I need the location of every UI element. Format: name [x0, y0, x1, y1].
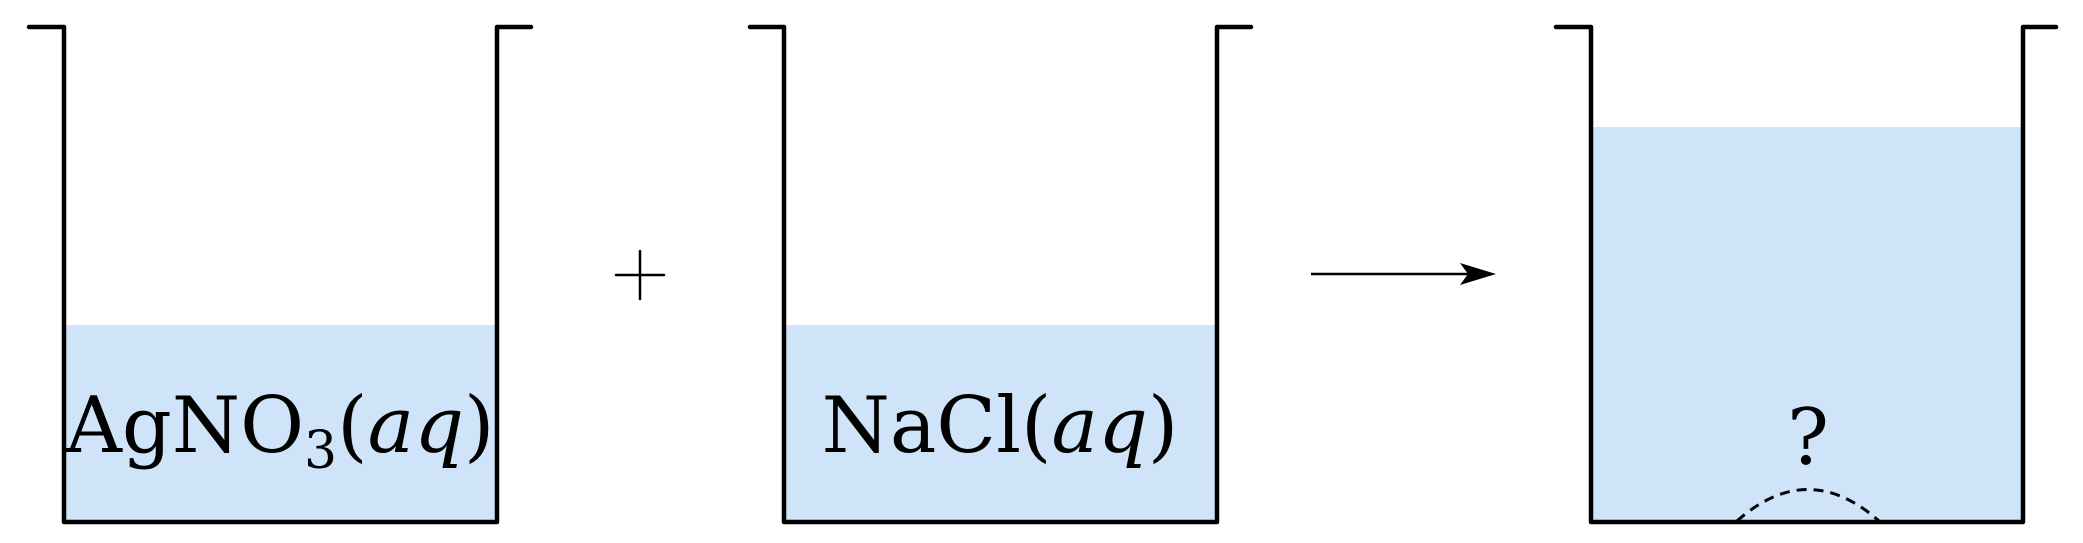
beaker-outline — [747, 24, 1254, 525]
precipitate-outline — [1736, 488, 1880, 523]
label-nacl: NaCl(aq) — [822, 381, 1179, 471]
beaker-outline — [1553, 24, 2059, 525]
liquid-agno3 — [64, 325, 497, 522]
plus-icon — [614, 249, 666, 301]
beaker-outline — [26, 24, 534, 525]
label-agno3: AgNO3(aq) — [65, 381, 495, 481]
beaker-nacl: NaCl(aq) — [747, 24, 1254, 525]
liquid-nacl — [784, 325, 1217, 522]
unknown-product-label: ? — [1787, 393, 1829, 483]
beaker-agno3: AgNO3(aq) — [26, 24, 534, 525]
liquid-product — [1591, 127, 2023, 522]
beaker-product: ? — [1553, 24, 2059, 525]
arrow-right-icon — [1311, 263, 1496, 285]
